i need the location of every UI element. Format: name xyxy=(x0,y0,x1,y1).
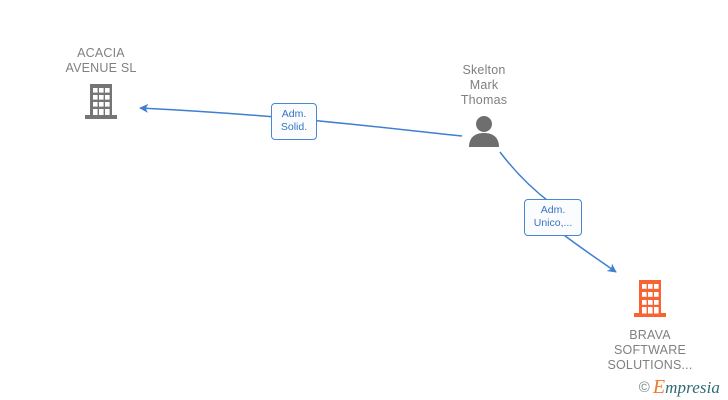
building-icon xyxy=(84,82,118,125)
node-label-acacia-avenue-sl: ACACIA AVENUE SL xyxy=(65,46,137,75)
empresia-logo-rest: mpresia xyxy=(665,378,720,397)
edge-label-adm-unico[interactable]: Adm. Unico,... xyxy=(524,199,582,236)
node-company-acacia-avenue-sl[interactable]: ACACIA AVENUE SL xyxy=(46,46,156,125)
copyright-icon: © xyxy=(638,379,650,396)
person-icon xyxy=(467,115,501,152)
node-company-brava-software-solutions[interactable]: BRAVA SOFTWARE SOLUTIONS... xyxy=(576,278,724,373)
empresia-watermark: © Empresia xyxy=(638,376,720,398)
node-label-skelton-mark-thomas: Skelton Mark Thomas xyxy=(460,63,508,107)
empresia-logo-initial: E xyxy=(652,376,666,398)
node-label-brava-software-solutions: BRAVA SOFTWARE SOLUTIONS... xyxy=(607,328,693,372)
node-person-skelton-mark-thomas[interactable]: Skelton Mark Thomas xyxy=(428,63,540,152)
empresia-logo-text: Empresia xyxy=(652,376,720,398)
building-icon xyxy=(633,278,667,323)
edge-label-adm-solid[interactable]: Adm. Solid. xyxy=(271,103,317,140)
